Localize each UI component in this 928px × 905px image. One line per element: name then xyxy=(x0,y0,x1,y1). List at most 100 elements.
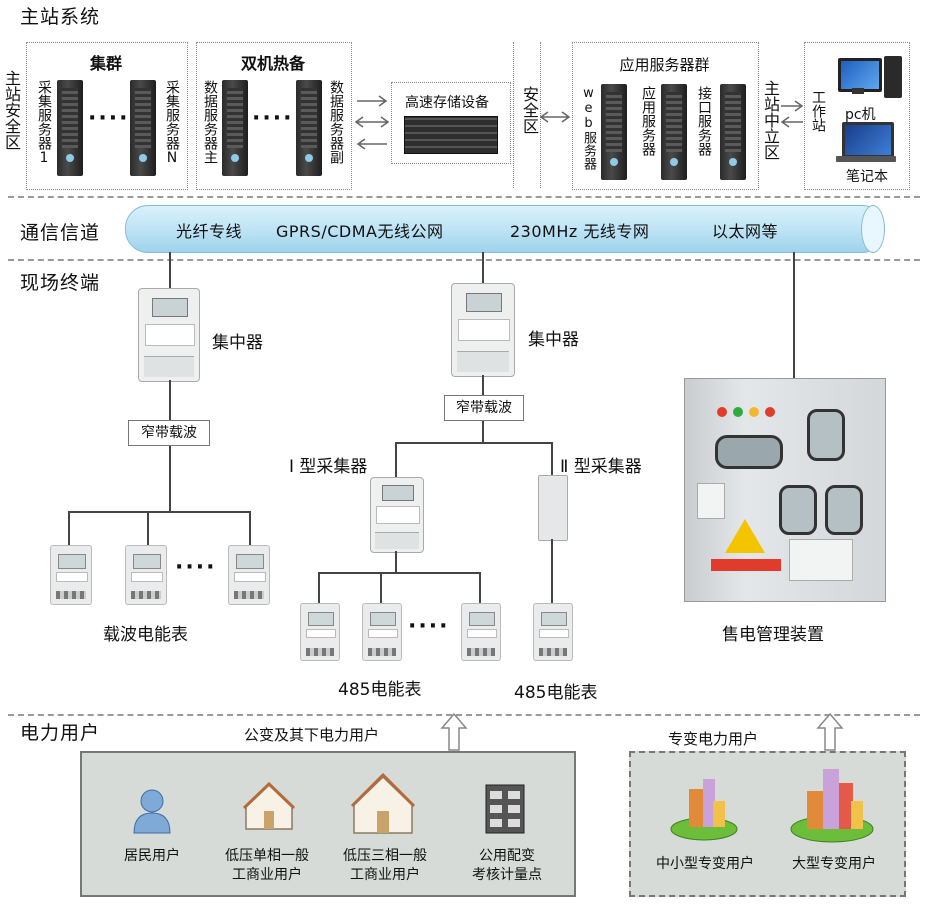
collector-type2-device xyxy=(538,475,568,541)
server-icon xyxy=(296,80,322,176)
ellipsis-dots: ···· xyxy=(408,614,450,639)
resident-icon xyxy=(132,787,172,839)
connector-line xyxy=(551,442,553,476)
large-factory-icon xyxy=(789,765,875,847)
public-dist-label-1: 公用配变 xyxy=(479,848,535,864)
pc-label: pc机 xyxy=(845,107,876,123)
section-title-field: 现场终端 xyxy=(20,272,101,294)
warning-icon xyxy=(725,519,765,553)
workstation-label: 工作站 xyxy=(810,90,826,132)
section-title-users: 电力用户 xyxy=(20,722,101,744)
data-server-main-label: 数据服务器主 xyxy=(202,80,218,164)
channel-230mhz: 230MHz 无线专网 xyxy=(510,222,650,241)
collector-type1-device xyxy=(370,477,424,553)
connector-line xyxy=(169,446,171,512)
special-users-panel: 中小型专变用户 大型专变用户 xyxy=(629,751,906,897)
security-zone-label: 主站安全区 xyxy=(2,70,21,150)
server-icon xyxy=(130,80,156,176)
arrow-right-icon xyxy=(780,100,804,112)
meter-485-icon xyxy=(300,603,340,661)
carrier-meter-label: 载波电能表 xyxy=(103,625,188,645)
cluster-title: 集群 xyxy=(89,54,122,73)
separator-line xyxy=(8,259,920,261)
separator-line xyxy=(8,714,920,716)
server-icon xyxy=(57,80,83,176)
safety-zone-label: 安全区 xyxy=(520,86,539,134)
data-server-backup-label: 数据服务器副 xyxy=(328,80,344,164)
app-server-group xyxy=(572,42,759,190)
channel-gprs: GPRS/CDMA无线公网 xyxy=(276,222,444,241)
concentrator-mid-label: 集中器 xyxy=(528,330,579,350)
arrow-left-icon xyxy=(780,116,804,128)
cluster-server-right-label: 采集服务器N xyxy=(164,80,180,166)
cluster-server-left-label: 采集服务器1 xyxy=(36,80,52,166)
sales-cabinet-device xyxy=(684,378,886,602)
workstation-group xyxy=(804,42,910,190)
resident-label: 居民用户 xyxy=(124,848,180,864)
ellipsis-dots: ···· xyxy=(175,555,217,580)
server-icon xyxy=(601,84,627,180)
large-special-label: 大型专变用户 xyxy=(792,856,876,872)
connector-line xyxy=(169,380,171,420)
connector-line xyxy=(318,572,480,574)
meter-485-icon xyxy=(362,603,402,661)
connector-line xyxy=(395,442,397,478)
interface-server-label: 接口服务器 xyxy=(696,86,712,156)
meter-485-icon xyxy=(533,603,573,661)
low-three-label-2: 工商业用户 xyxy=(350,867,420,883)
connector-line xyxy=(249,511,251,547)
small-special-label: 中小型专变用户 xyxy=(656,856,754,872)
laptop-screen-icon xyxy=(842,122,894,158)
laptop-base-icon xyxy=(836,156,896,162)
ellipsis-dots: ···· xyxy=(252,106,294,131)
section-title-master: 主站系统 xyxy=(20,6,101,28)
server-icon xyxy=(222,80,248,176)
storage-device-icon xyxy=(404,116,498,154)
house-small-icon xyxy=(242,781,296,835)
small-factory-icon xyxy=(669,775,739,845)
server-icon xyxy=(720,84,746,180)
pc-monitor-icon xyxy=(838,58,882,92)
connector-line xyxy=(482,375,484,395)
connector-line xyxy=(482,252,484,284)
arrow-up-icon xyxy=(440,712,468,756)
public-users-panel: 居民用户 低压单相一般 工商业用户 低压三相一般 工商业用户 公用配变 考核计量… xyxy=(80,751,576,897)
ellipsis-dots: ···· xyxy=(88,106,130,131)
connector-line xyxy=(395,442,552,444)
carrier-meter-icon xyxy=(50,545,92,605)
connector-line xyxy=(169,252,171,288)
web-server-label: web服务器 xyxy=(581,86,596,170)
neutral-zone-label: 主站中立区 xyxy=(761,80,780,160)
connector-line xyxy=(380,572,382,604)
app-server-label: 应用服务器 xyxy=(640,86,656,156)
double-arrow-icon xyxy=(540,111,570,123)
cluster-group xyxy=(26,42,188,190)
section-title-channel: 通信信道 xyxy=(20,222,101,244)
public-users-title: 公变及其下电力用户 xyxy=(244,726,380,744)
concentrator-left-label: 集中器 xyxy=(212,333,263,353)
carrier-left-box: 窄带载波 xyxy=(128,420,210,446)
zone-divider xyxy=(540,42,541,188)
channel-fiber: 光纤专线 xyxy=(176,222,243,241)
connector-line xyxy=(482,421,484,443)
pc-tower-icon xyxy=(884,56,902,98)
meter-485-icon xyxy=(461,603,501,661)
dual-hot-group xyxy=(196,42,352,190)
public-transformer-icon xyxy=(484,777,526,839)
connector-line xyxy=(395,551,397,573)
server-icon xyxy=(661,84,687,180)
special-users-title: 专变电力用户 xyxy=(668,730,759,748)
double-arrow-icon xyxy=(355,116,389,128)
arrow-up-icon xyxy=(816,712,844,756)
low-single-label-2: 工商业用户 xyxy=(232,867,302,883)
carrier-mid-box: 窄带载波 xyxy=(444,395,524,421)
carrier-meter-icon xyxy=(228,545,270,605)
concentrator-device-mid xyxy=(451,283,515,377)
low-single-label-1: 低压单相一般 xyxy=(225,848,309,864)
connector-line xyxy=(318,572,320,604)
double-arrow-icon xyxy=(355,138,389,150)
meter-485-label-b: 485电能表 xyxy=(514,683,598,703)
collector-type1-label: Ⅰ 型采集器 xyxy=(289,457,368,477)
storage-label: 高速存储设备 xyxy=(405,95,489,111)
double-arrow-icon xyxy=(355,95,389,107)
